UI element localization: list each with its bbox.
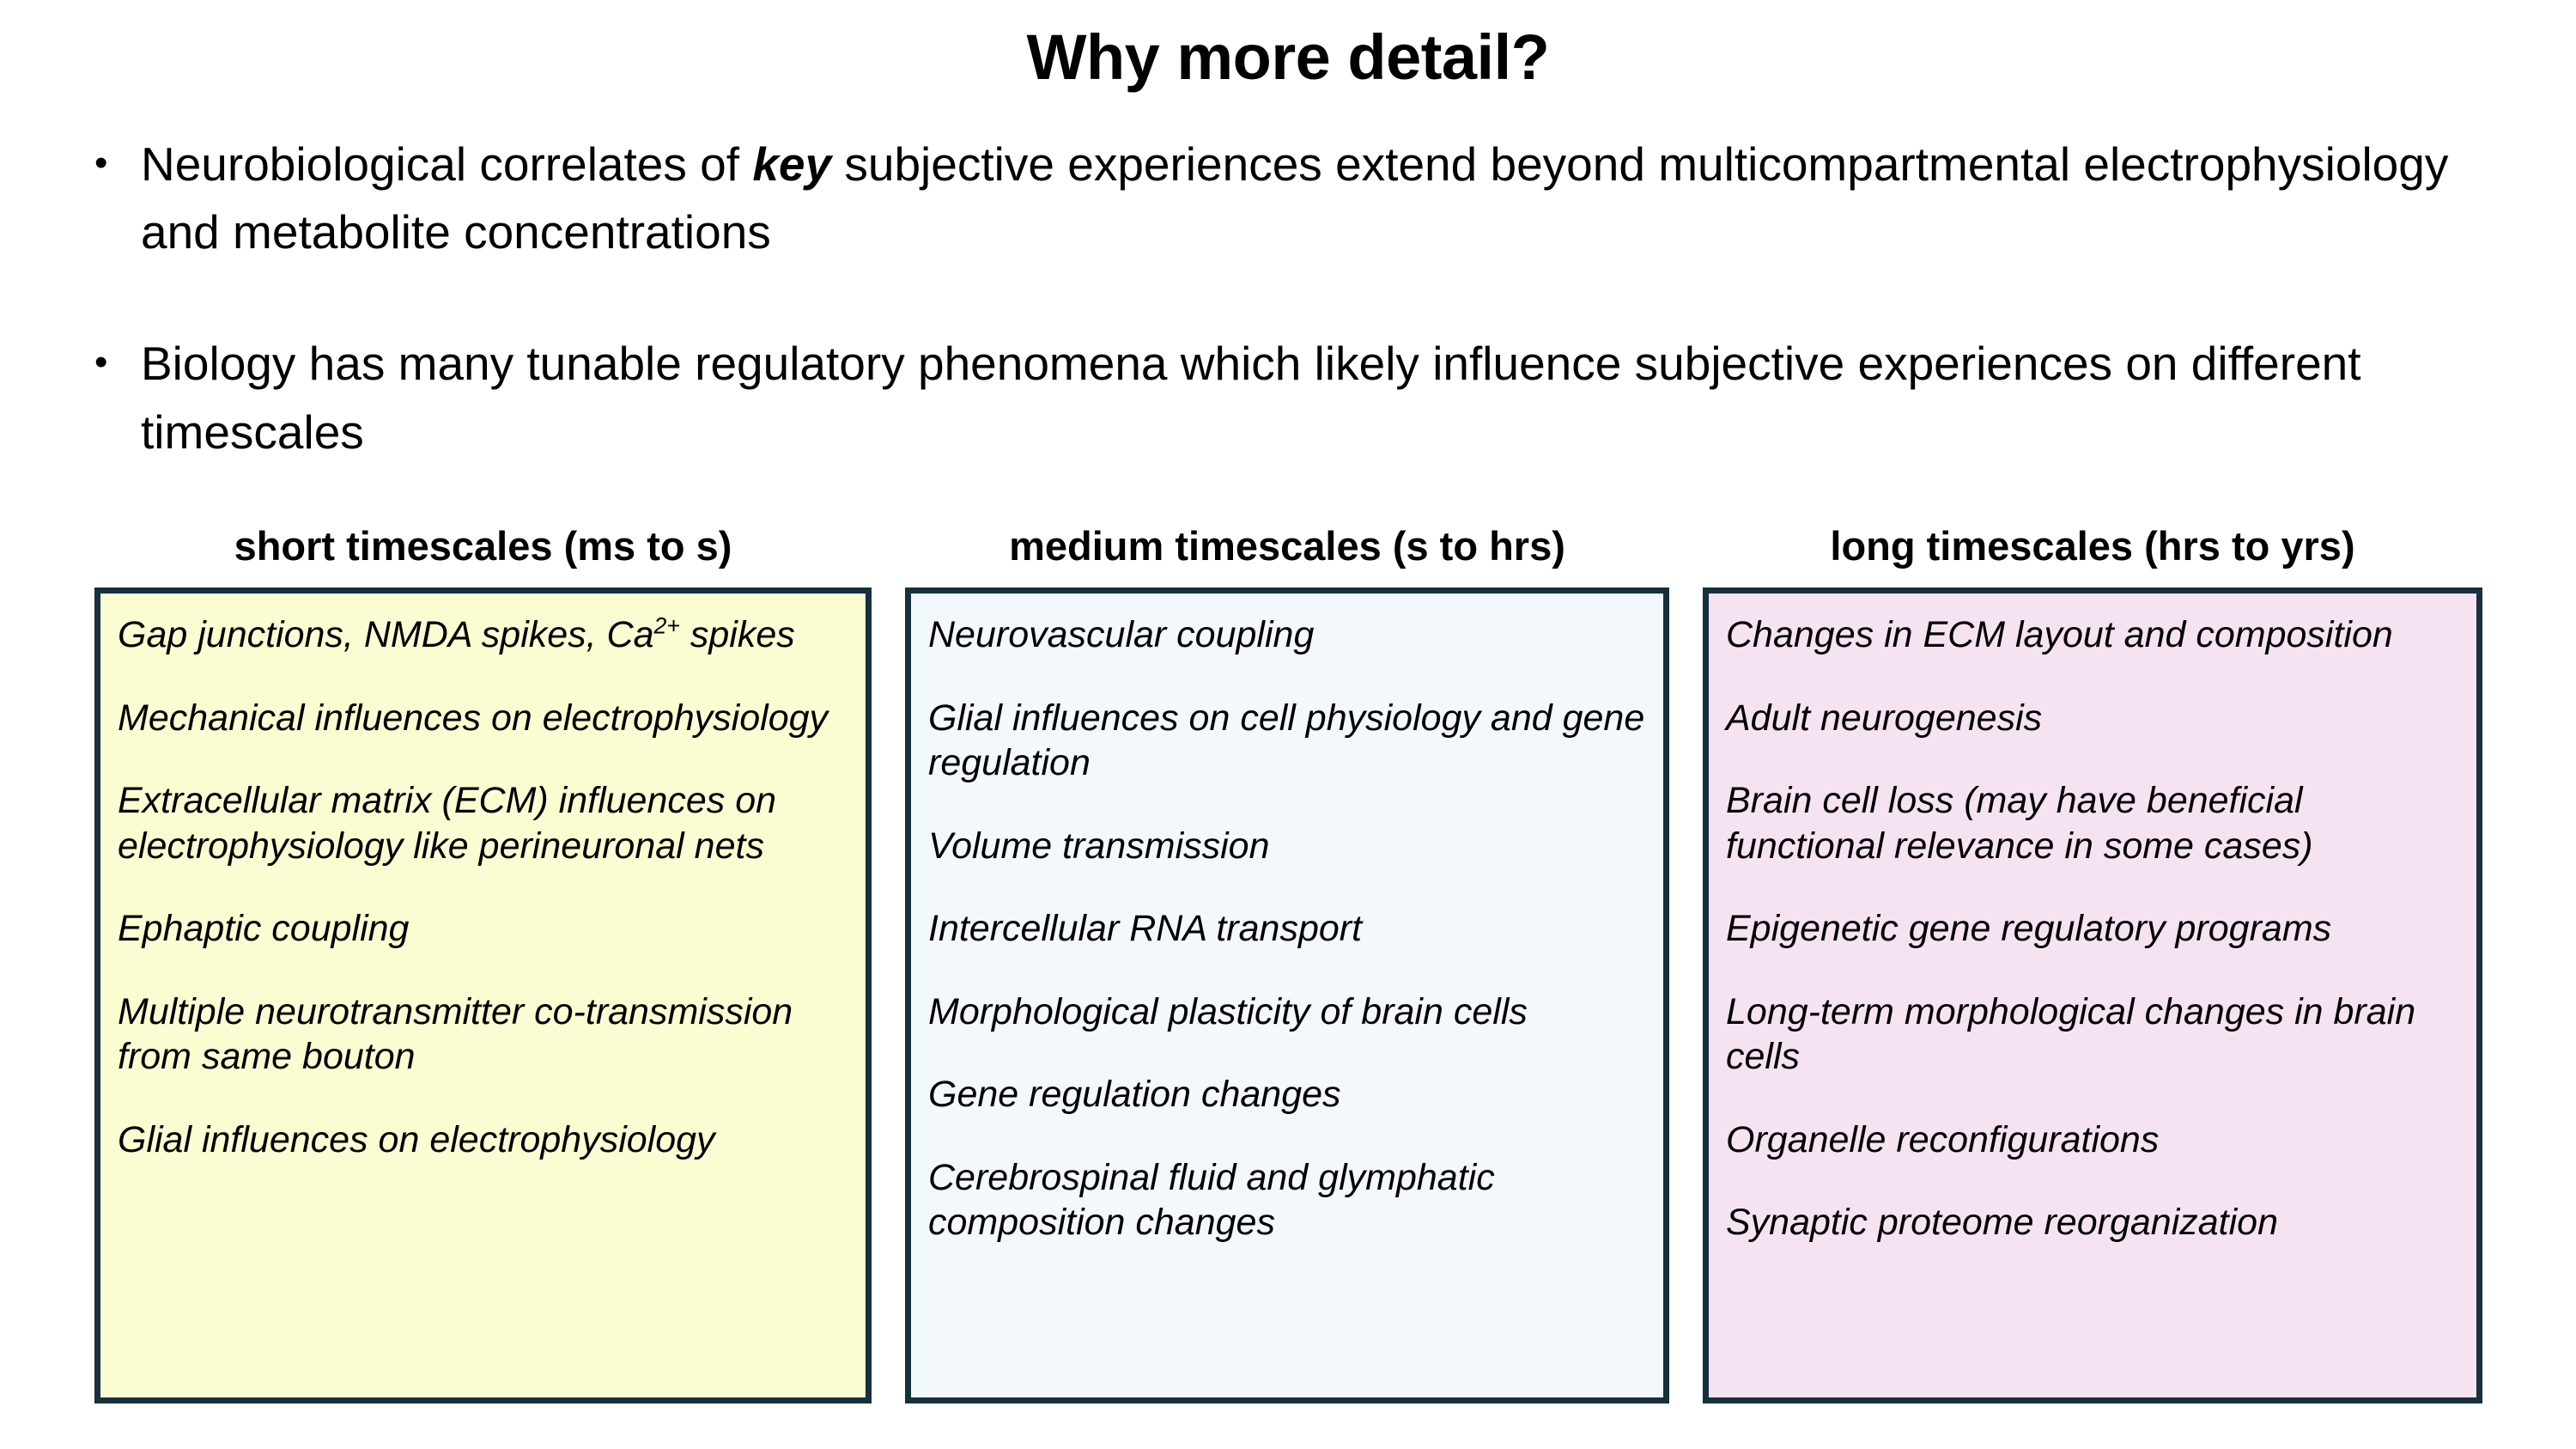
column-medium-timescales: medium timescales (s to hrs) Neurovascul…	[905, 522, 1669, 1404]
list-item: Glial influences on electrophysiology	[118, 1118, 715, 1160]
bullet-list: • Neurobiological correlates of key subj…	[82, 131, 2512, 466]
list-item: Glial influences on cell physiology and …	[928, 697, 1645, 784]
bullet-1-pre: Neurobiological correlates of	[141, 137, 753, 191]
list-item: Gene regulation changes	[928, 1074, 1341, 1116]
list-item: Cerebrospinal fluid and glymphatic compo…	[928, 1156, 1495, 1244]
list-item: Ephaptic coupling	[118, 908, 410, 950]
list-item: Adult neurogenesis	[1726, 697, 2043, 739]
bullet-item-2: • Biology has many tunable regulatory ph…	[82, 330, 2512, 466]
bullet-item-1: • Neurobiological correlates of key subj…	[82, 131, 2512, 266]
list-item: Morphological plasticity of brain cells	[928, 990, 1528, 1032]
page-title: Why more detail?	[1026, 21, 1550, 93]
list-item: Extracellular matrix (ECM) influences on…	[118, 780, 777, 867]
list-item: Multiple neurotransmitter co-transmissio…	[118, 990, 793, 1078]
list-item: Gap junctions, NMDA spikes, Ca2+ spikes	[118, 613, 795, 656]
list-item: Volume transmission	[928, 825, 1270, 867]
bullet-point-icon: •	[94, 341, 108, 384]
list-item: Epigenetic gene regulatory programs	[1726, 908, 2332, 950]
column-short-timescales: short timescales (ms to s) Gap junctions…	[94, 522, 872, 1404]
bullet-1-post: subjective experiences extend beyond mul…	[141, 137, 2449, 259]
list-item: Changes in ECM layout and composition	[1726, 614, 2393, 656]
list-item: Organelle reconfigurations	[1726, 1118, 2160, 1160]
list-item: Intercellular RNA transport	[928, 908, 1363, 950]
timescale-columns: short timescales (ms to s) Gap junctions…	[94, 522, 2499, 1404]
column-box-short: Gap junctions, NMDA spikes, Ca2+ spikes …	[94, 588, 872, 1404]
list-item: Mechanical influences on electrophysiolo…	[118, 697, 829, 739]
column-box-long: Changes in ECM layout and composition Ad…	[1703, 588, 2482, 1404]
superscript-charge: 2+	[653, 613, 680, 640]
column-header-long: long timescales (hrs to yrs)	[1830, 523, 2355, 569]
list-item: Brain cell loss (may have beneficial fun…	[1726, 780, 2313, 867]
column-long-timescales: long timescales (hrs to yrs) Changes in …	[1703, 522, 2482, 1404]
column-box-medium: Neurovascular coupling Glial influences …	[905, 588, 1669, 1404]
list-item: Neurovascular coupling	[928, 614, 1315, 656]
list-item: Long-term morphological changes in brain…	[1726, 990, 2416, 1078]
list-item: Synaptic proteome reorganization	[1726, 1202, 2278, 1244]
bullet-1-emphasis: key	[752, 137, 832, 191]
bullet-item-2-text: Biology has many tunable regulatory phen…	[141, 337, 2361, 459]
column-header-short: short timescales (ms to s)	[234, 523, 732, 569]
column-header-medium: medium timescales (s to hrs)	[1009, 523, 1565, 569]
bullet-item-1-text: Neurobiological correlates of key subjec…	[141, 131, 2451, 266]
bullet-point-icon: •	[94, 142, 108, 184]
